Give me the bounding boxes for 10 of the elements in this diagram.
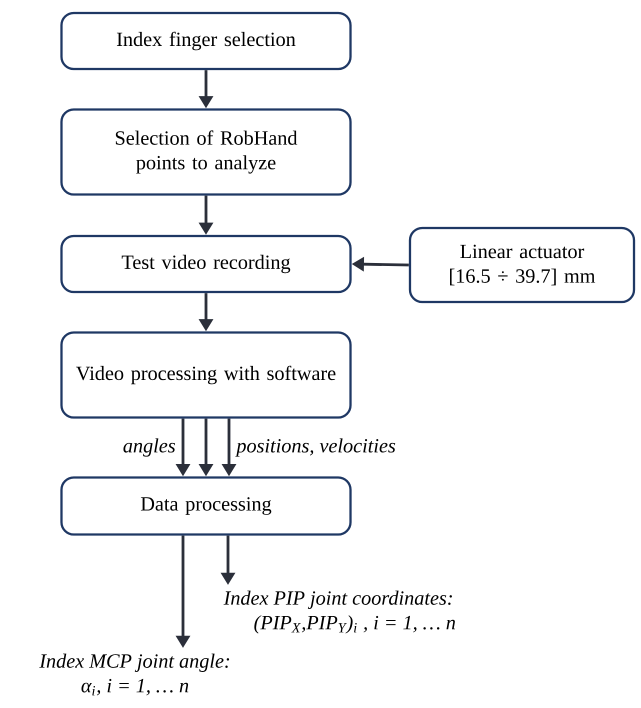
process-box: Selection of RobHand points to analyze	[60, 108, 352, 196]
process-box: Linear actuator [16.5 ÷ 39.7] mm	[408, 226, 636, 304]
output-note: Index MCP joint angle: α$_{i}$, i = 1, … n	[39, 654, 230, 696]
process-box: Video processing with software	[60, 331, 352, 419]
edge-label: positions, velocities	[235, 438, 396, 457]
process-box: Data processing	[60, 476, 352, 536]
process-box: Test video recording	[60, 234, 352, 294]
output-note: Index PIP joint coordinates: (PIP$_{X}$,PIP$_{Y}$)$_{i}$ , i = 1, … n	[224, 590, 456, 634]
edge-label: angles	[123, 438, 175, 457]
process-box: Index finger selection	[60, 12, 352, 70]
